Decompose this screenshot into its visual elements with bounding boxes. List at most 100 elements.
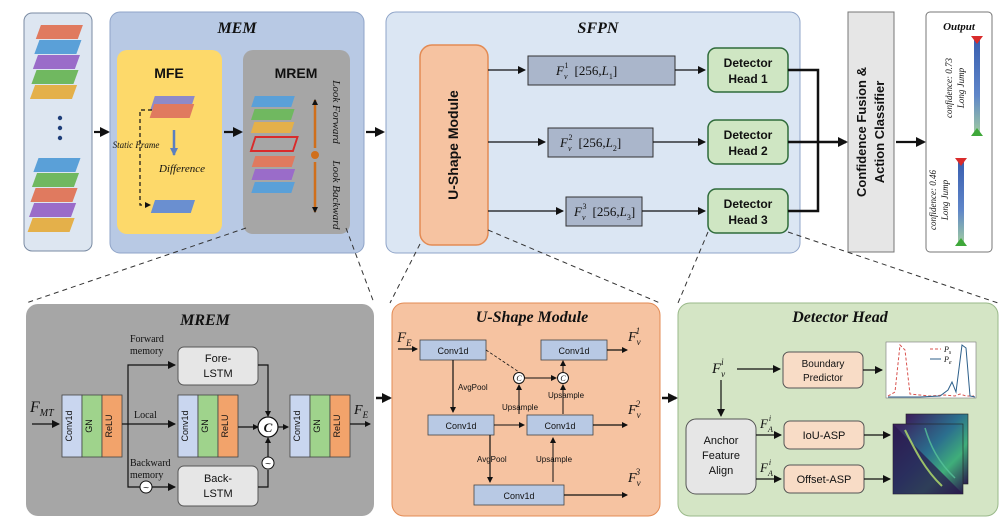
ushape-detail-panel: U-Shape Module FE Conv1d Conv1d Fv1 AvgP… xyxy=(391,302,661,517)
conv-block-1: Conv1d GN ReLU xyxy=(61,394,123,458)
svg-text:memory: memory xyxy=(130,346,163,357)
ushape-out-2: Fv2 xyxy=(627,399,641,420)
svg-text:confidence: 0.46: confidence: 0.46 xyxy=(928,170,938,230)
svg-text:Detector: Detector xyxy=(724,128,773,142)
ellipsis-dot xyxy=(57,115,63,121)
fusion-line1: Confidence Fusion & xyxy=(854,67,869,197)
static-frame-path xyxy=(139,109,152,208)
mrem-input-label: FMT xyxy=(29,399,55,419)
forward-memory-label: Forward xyxy=(130,334,164,345)
feature-label-1: Fv1[256,L1] xyxy=(555,61,617,81)
svg-text:Head 3: Head 3 xyxy=(728,213,768,227)
svg-text:ReLU: ReLU xyxy=(332,414,342,437)
detector-head-3: Detector Head 3 xyxy=(707,188,789,234)
heatmap-stack xyxy=(892,413,969,495)
svg-text:~: ~ xyxy=(143,483,149,494)
feature-box-3 xyxy=(565,196,643,227)
svg-text:Fore-: Fore- xyxy=(205,353,232,365)
feature-box-1 xyxy=(527,55,676,86)
fa-label-1: FAi xyxy=(759,414,773,434)
svg-text:GN: GN xyxy=(200,419,210,433)
boundary-predictor-box: Boundary Predictor xyxy=(782,351,864,389)
svg-text:Predictor: Predictor xyxy=(803,373,844,384)
conv-block-2: Conv1d GN ReLU xyxy=(177,394,239,458)
detector-input-label: Fvi xyxy=(711,357,725,379)
svg-text:confidence: 0.73: confidence: 0.73 xyxy=(944,58,954,118)
upsample-label-1: Upsample xyxy=(548,391,585,400)
feature-label-2: Fv2[256,L2] xyxy=(559,133,621,153)
avgpool-label-1: AvgPool xyxy=(458,383,488,392)
avgpool-label-2: AvgPool xyxy=(477,455,507,464)
sfpn-title: SFPN xyxy=(578,20,620,37)
svg-text:Detector: Detector xyxy=(724,197,773,211)
svg-text:~: ~ xyxy=(265,459,271,470)
svg-text:Conv1d: Conv1d xyxy=(503,491,534,501)
legend-ps: Ps xyxy=(943,345,952,356)
output-title: Output xyxy=(943,21,976,33)
svg-text:GN: GN xyxy=(84,419,94,433)
svg-text:Long Jump: Long Jump xyxy=(956,67,966,109)
offset-asp-box: Offset-ASP xyxy=(783,464,865,494)
boundary-plot: Ps Pe xyxy=(885,341,977,399)
svg-text:Conv1d: Conv1d xyxy=(437,346,468,356)
static-frame-text: Static Frame xyxy=(113,140,160,150)
ellipsis-dot xyxy=(57,135,63,141)
upsample-label-3: Upsample xyxy=(536,455,573,464)
output-bar-2: confidence: 0.46 Long Jump xyxy=(928,158,967,246)
frame-stack-top xyxy=(29,25,83,99)
fa-label-2: FAi xyxy=(759,458,773,478)
svg-text:Detector: Detector xyxy=(724,56,773,70)
svg-text:Conv1d: Conv1d xyxy=(64,410,74,441)
svg-text:ReLU: ReLU xyxy=(220,414,230,437)
frame-thumb-bottom xyxy=(150,200,196,213)
ushape-module-box xyxy=(419,44,489,246)
svg-text:Conv1d: Conv1d xyxy=(292,410,302,441)
svg-text:Conv1d: Conv1d xyxy=(544,421,575,431)
backward-memory-label: Backward xyxy=(130,458,171,469)
svg-text:Conv1d: Conv1d xyxy=(180,410,190,441)
svg-text:Offset-ASP: Offset-ASP xyxy=(797,474,852,486)
detector-head-2: Detector Head 2 xyxy=(707,119,789,165)
svg-text:Conv1d: Conv1d xyxy=(558,346,589,356)
anchor-feature-align-box: Anchor Feature Align xyxy=(685,418,757,495)
feature-row-2: Fv2[256,L2] xyxy=(488,127,706,158)
ushape-detail-title: U-Shape Module xyxy=(476,309,588,326)
sfpn-block: SFPN U-Shape Module Fv1[256,L1] Fv2[256,… xyxy=(385,11,801,254)
svg-text:ReLU: ReLU xyxy=(104,414,114,437)
frame-stack-bottom xyxy=(27,158,81,232)
head-merge-lines xyxy=(788,68,848,213)
look-forward-label: Look Forward xyxy=(330,79,342,144)
end-prob-curve xyxy=(888,344,976,398)
concat-node-1 xyxy=(513,372,525,384)
mfe-block: MFE Static Frame Difference xyxy=(113,50,222,234)
iou-asp-box: IoU-ASP xyxy=(783,420,865,450)
svg-text:Head 1: Head 1 xyxy=(728,72,768,86)
detector-head-1: Detector Head 1 xyxy=(707,47,789,93)
output-panel: Output confidence: 0.73 Long Jump confid… xyxy=(925,11,993,253)
ellipsis-dot xyxy=(57,125,63,131)
svg-text:Head 2: Head 2 xyxy=(728,144,768,158)
feature-row-1: Fv1[256,L1] xyxy=(488,55,706,86)
svg-text:C: C xyxy=(264,420,273,435)
current-position-dot xyxy=(311,151,319,159)
svg-text:IoU-ASP: IoU-ASP xyxy=(803,430,846,442)
conv-block-3: Conv1d GN ReLU xyxy=(289,394,351,458)
fore-lstm-box: Fore- LSTM xyxy=(177,346,259,386)
svg-text:Long Jump: Long Jump xyxy=(940,179,950,221)
confidence-fusion-block: Confidence Fusion & Action Classifier xyxy=(847,11,895,253)
svg-text:LSTM: LSTM xyxy=(203,488,232,500)
local-label: Local xyxy=(134,410,157,421)
mrem-detail-panel: MREM FMT Conv1d GN ReLU ~ Forward memory… xyxy=(26,304,374,516)
ushape-input-label: FE xyxy=(396,330,412,348)
svg-text:Back-: Back- xyxy=(204,473,232,485)
svg-text:memory: memory xyxy=(130,470,163,481)
svg-text:Anchor: Anchor xyxy=(704,435,739,447)
svg-text:Boundary: Boundary xyxy=(802,359,845,370)
svg-text:C: C xyxy=(516,374,522,383)
svg-text:Feature: Feature xyxy=(702,450,740,462)
mrem-mini-block: MREM Look Forward Look Backward xyxy=(243,50,350,234)
feature-row-3: Fv3[256,L3] xyxy=(488,196,706,227)
legend-pe: Pe xyxy=(943,355,952,366)
svg-text:C: C xyxy=(560,374,566,383)
ushape-out-3: Fv3 xyxy=(627,467,641,488)
